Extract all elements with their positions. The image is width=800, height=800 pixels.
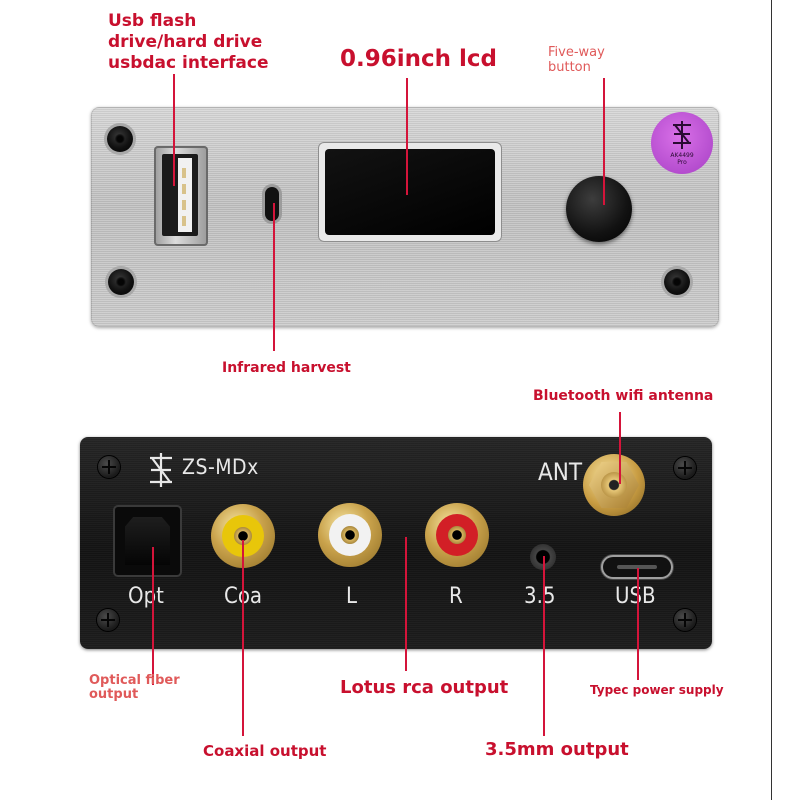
callout-usb-line-2: drive/hard drive [108, 32, 263, 52]
rca-right[interactable] [425, 503, 489, 567]
usb-a-port[interactable] [154, 146, 208, 246]
callout-optical-line-1: Optical fiber [89, 673, 180, 688]
callout-infrared: Infrared harvest [222, 360, 351, 376]
callout-optical-line-2: output [89, 687, 139, 702]
rear-screw-bottom-right [674, 609, 696, 631]
right-edge-line [771, 0, 772, 800]
leader-typec [637, 568, 639, 680]
rca-left[interactable] [318, 503, 382, 567]
callout-button-line-2: button [548, 60, 591, 75]
usb-c-port[interactable] [603, 557, 671, 577]
leader-optical [152, 547, 154, 685]
callout-button-line-1: Five-way [548, 45, 605, 60]
callout-usb-line-1: Usb flash [108, 11, 197, 31]
callout-lotus-rca: Lotus rca output [340, 677, 509, 698]
label-usb: USB [615, 584, 656, 609]
leader-infrared [273, 203, 275, 351]
rear-screw-bottom-left [97, 609, 119, 631]
rear-screw-top-right [674, 457, 696, 479]
screw-top-left [107, 126, 133, 152]
callout-usb-line-3: usbdac interface [108, 53, 269, 73]
callout-lcd: 0.96inch lcd [340, 46, 498, 72]
label-opt: Opt [128, 584, 164, 609]
sticker-line-1: AK4499 [670, 152, 694, 159]
five-way-button[interactable] [566, 176, 632, 242]
callout-usb-interface: Usb flash drive/hard drive usbdac interf… [108, 11, 268, 74]
label-3-5: 3.5 [524, 584, 556, 609]
brand-name: ZS-MDx [182, 455, 259, 479]
screw-bottom-left [108, 269, 134, 295]
rca-coaxial[interactable] [211, 504, 275, 568]
callout-optical: Optical fiber output [89, 674, 180, 702]
callout-coaxial: Coaxial output [203, 742, 327, 760]
callout-typec-power: Typec power supply [590, 683, 724, 697]
zs-logo-icon [150, 453, 172, 487]
leader-3-5mm [543, 556, 545, 736]
leader-antenna [619, 412, 621, 484]
lcd-screen [318, 142, 502, 242]
rear-screw-top-left [98, 456, 120, 478]
screw-bottom-right [664, 269, 690, 295]
antenna-label: ANT [538, 458, 583, 486]
callout-bluetooth-antenna: Bluetooth wifi antenna [533, 388, 714, 404]
sticker-line-2: Pro [677, 159, 687, 166]
sticker-logo-icon [673, 121, 691, 149]
leader-lcd [406, 78, 408, 195]
optical-port[interactable] [115, 507, 180, 575]
infrared-receiver [265, 187, 279, 221]
chip-sticker: AK4499 Pro [651, 112, 713, 174]
leader-button [603, 78, 605, 205]
callout-3-5mm: 3.5mm output [485, 739, 629, 760]
leader-rca [405, 537, 407, 671]
label-r: R [449, 584, 463, 609]
leader-usb [173, 74, 175, 186]
callout-five-way-button: Five-way button [548, 45, 605, 75]
leader-coaxial [242, 540, 244, 736]
antenna-connector[interactable] [583, 454, 645, 516]
label-l: L [346, 584, 358, 609]
